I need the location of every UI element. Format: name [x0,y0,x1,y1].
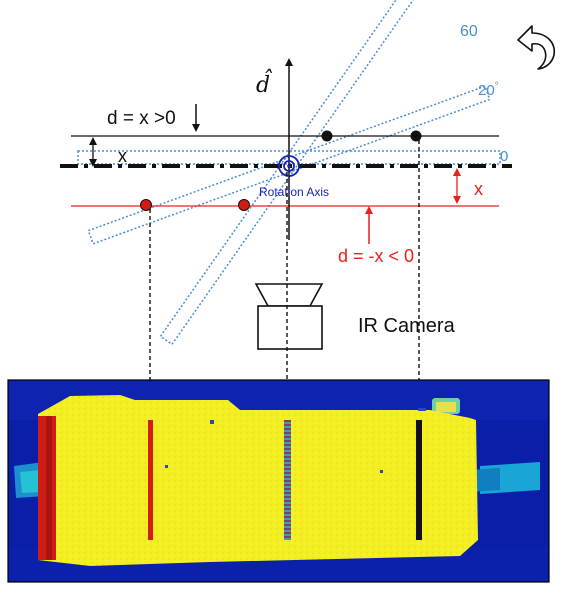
black-dot-0deg [410,130,422,142]
black-marker-strip [416,420,422,540]
angle-60-label: 60 [460,23,478,40]
sample-outline-20deg [87,85,491,245]
rotation-axis-target-icon [278,155,300,177]
d-negative-label: d = -x < 0 [338,246,414,266]
x-label-top: x [118,146,127,166]
x-label-bottom: x [474,179,483,199]
angle-20-label: 20° [478,81,499,99]
red-dot-left [140,199,152,211]
rotate-counterclockwise-arrow-icon [517,25,556,70]
red-dot-center [238,199,250,211]
d-hat-label: d̂ [256,69,273,98]
black-dot-20deg [321,130,333,142]
ir-camera-label: IR Camera [358,315,456,337]
axis-marker-strip [284,420,291,540]
angle-0-label: 0 [500,148,508,165]
ir-camera-icon [254,283,324,350]
d-positive-label: d = x >0 [107,108,176,129]
thermal-image [7,379,550,583]
thermal-object-body [38,395,478,566]
rotation-axis-label: Rotation Axis [259,185,329,199]
sample-outline-60deg [159,0,419,346]
red-marker-strip [148,420,153,540]
